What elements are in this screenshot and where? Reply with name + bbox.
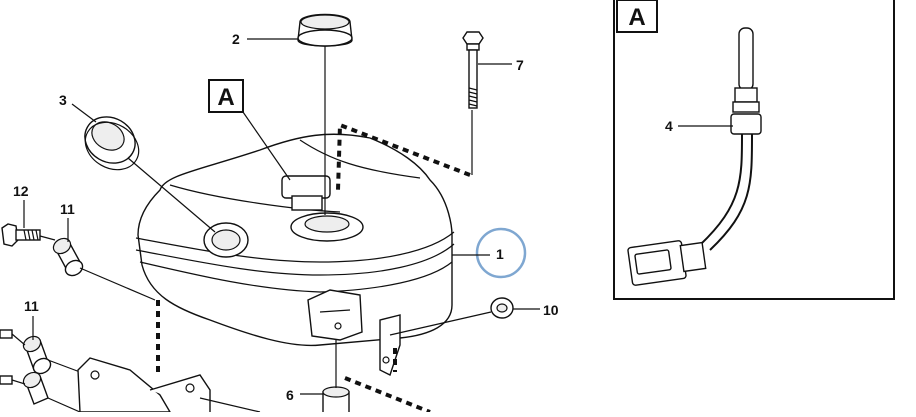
detail-tag-box-main	[208, 79, 244, 113]
spacer-part-11-lower	[0, 329, 81, 413]
callout-7: 7	[516, 57, 524, 73]
cap-part-2	[297, 13, 353, 47]
bolt-part-7	[462, 31, 484, 109]
callout-3: 3	[59, 92, 67, 108]
callout-6: 6	[286, 387, 294, 403]
callout-11-lower: 11	[24, 298, 39, 314]
callout-1: 1	[496, 246, 504, 262]
callout-4: 4	[665, 118, 673, 134]
spacer11-axis-line	[79, 267, 156, 301]
dashed-assembly-line-7	[336, 122, 471, 191]
callout-2: 2	[232, 31, 240, 47]
leader-a	[242, 111, 291, 181]
bolt-part-12	[1, 223, 41, 247]
bolt12-axis-line	[39, 235, 56, 241]
highlight-circle	[475, 227, 527, 279]
detail-tag-box	[616, 0, 658, 33]
detail-view-a: A 4	[613, 0, 895, 300]
spacer-part-11-upper	[52, 237, 84, 277]
frame-bracket	[77, 357, 261, 413]
washer-part-10	[490, 297, 514, 319]
cap3-axis-line	[127, 157, 216, 233]
callout-12: 12	[13, 183, 29, 199]
sleeve-part-6	[322, 386, 350, 415]
callout-10: 10	[543, 302, 559, 318]
detail-tag-label: A	[628, 4, 645, 31]
level-sensor-part-4	[627, 27, 762, 286]
expansion-tank-part-1	[135, 133, 455, 376]
detail-tag-label-main: A	[217, 84, 234, 111]
cap-part-3	[84, 116, 140, 171]
leader-3	[71, 103, 97, 123]
dashed-assembly-line-6	[344, 376, 431, 414]
washer-axis-line	[389, 311, 492, 336]
callout-11-upper: 11	[60, 201, 75, 217]
